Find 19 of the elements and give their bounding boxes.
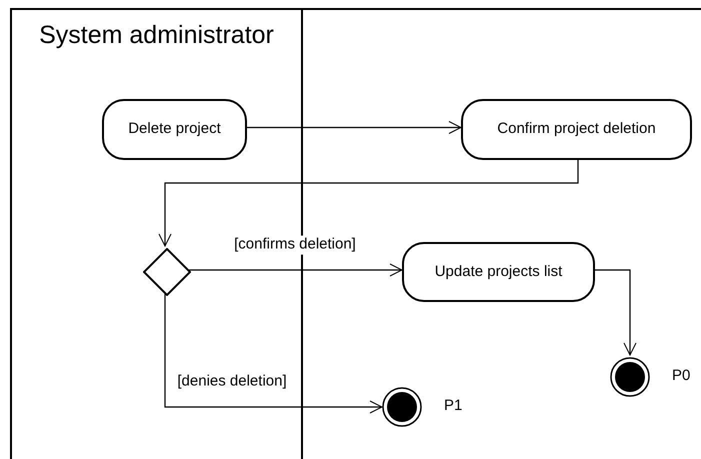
activity-box — [102, 99, 247, 160]
edge-label: [denies deletion] — [177, 372, 287, 392]
final-node — [610, 357, 650, 397]
arrow — [245, 121, 462, 134]
lane-title: System administrator — [39, 20, 274, 52]
final-node — [382, 387, 422, 427]
decision-diamond — [143, 248, 191, 296]
node-caption: P1 — [444, 396, 462, 416]
node-caption: P0 — [672, 366, 690, 386]
arrow — [189, 264, 402, 276]
activity-box — [461, 99, 692, 160]
activity-label: Update projects list — [434, 262, 562, 282]
activity-box — [402, 242, 595, 302]
activity-label: Confirm project deletion — [497, 119, 656, 140]
arrow — [158, 158, 579, 246]
arrow — [164, 294, 382, 414]
edge-label: [confirms deletion] — [234, 236, 356, 254]
activity-label: Delete project — [128, 119, 221, 140]
arrow — [595, 269, 636, 356]
